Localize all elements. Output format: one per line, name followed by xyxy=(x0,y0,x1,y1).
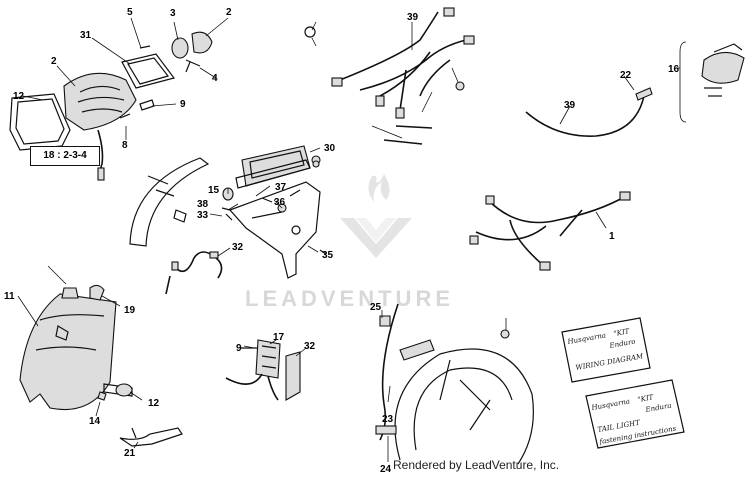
callout-label: 19 xyxy=(124,305,136,316)
front-wheel-sensor xyxy=(375,303,534,465)
callout-label: 16 xyxy=(668,64,680,75)
card2-kit: "KIT xyxy=(637,393,655,404)
callout-label: 35 xyxy=(322,250,334,261)
leadventure-watermark: LEADVENTURE xyxy=(245,174,454,311)
callout-label: 32 xyxy=(232,242,244,253)
callout-label: 33 xyxy=(197,210,209,221)
reference-box: 18 : 2-3-4 xyxy=(30,146,100,166)
callout-label: 3 xyxy=(170,8,176,19)
card-kit: "KIT xyxy=(613,327,631,338)
wiring-diagram-card: Husqvarna "KIT Enduro WIRING DIAGRAM xyxy=(561,317,651,383)
callout-label: 14 xyxy=(89,416,101,427)
footer-credit: Rendered by LeadVenture, Inc. xyxy=(393,458,560,472)
tail-light xyxy=(679,41,745,123)
headlight-assembly xyxy=(9,31,213,181)
callout-label: 2 xyxy=(51,56,57,67)
callout-label: 8 xyxy=(122,140,128,151)
callout-label: 5 xyxy=(127,7,133,18)
callout-label: 24 xyxy=(380,464,392,475)
wire-25 xyxy=(165,251,223,295)
callout-label: 37 xyxy=(275,182,287,193)
callout-label: 38 xyxy=(197,199,209,210)
front-fender-bracket xyxy=(129,157,327,279)
callout-label: 22 xyxy=(620,70,632,81)
leader-lines xyxy=(17,17,680,462)
callout-label: 25 xyxy=(370,302,382,313)
callout-label: 30 xyxy=(324,143,336,154)
callout-label: 32 xyxy=(304,341,316,352)
watermark-text: LEADVENTURE xyxy=(245,286,454,311)
callout-label: 12 xyxy=(13,91,25,102)
callout-label: 12 xyxy=(148,398,160,409)
callout-label: 17 xyxy=(273,332,285,343)
callout-label: 39 xyxy=(564,100,576,111)
fuel-tank xyxy=(19,284,117,411)
callout-label: 9 xyxy=(180,99,186,110)
callout-label: 39 xyxy=(407,12,419,23)
tail-light-card: Husqvarna "KIT Endura TAIL LIGHT fasteni… xyxy=(585,379,685,449)
callout-label: 1 xyxy=(609,231,615,242)
instrument-cluster xyxy=(235,145,321,189)
callout-label: 4 xyxy=(212,73,218,84)
callout-label: 21 xyxy=(124,448,136,459)
callout-label: 36 xyxy=(274,197,286,208)
callout-label: 2 xyxy=(226,7,232,18)
wiring-harness-32 xyxy=(304,7,475,119)
speedo-cable xyxy=(525,87,653,137)
callout-label: 11 xyxy=(4,291,15,302)
ties-and-fuse xyxy=(383,81,465,145)
callout-label: 31 xyxy=(80,30,92,41)
wiring-harness-1 xyxy=(469,191,631,271)
callout-numbers: 2 3 5 31 2 12 4 9 8 30 37 36 15 38 33 32… xyxy=(4,7,680,475)
clamps-and-bracket xyxy=(97,383,183,447)
callout-label: 23 xyxy=(382,414,394,425)
callout-label: 9 xyxy=(236,343,242,354)
callout-label: 15 xyxy=(208,185,220,196)
